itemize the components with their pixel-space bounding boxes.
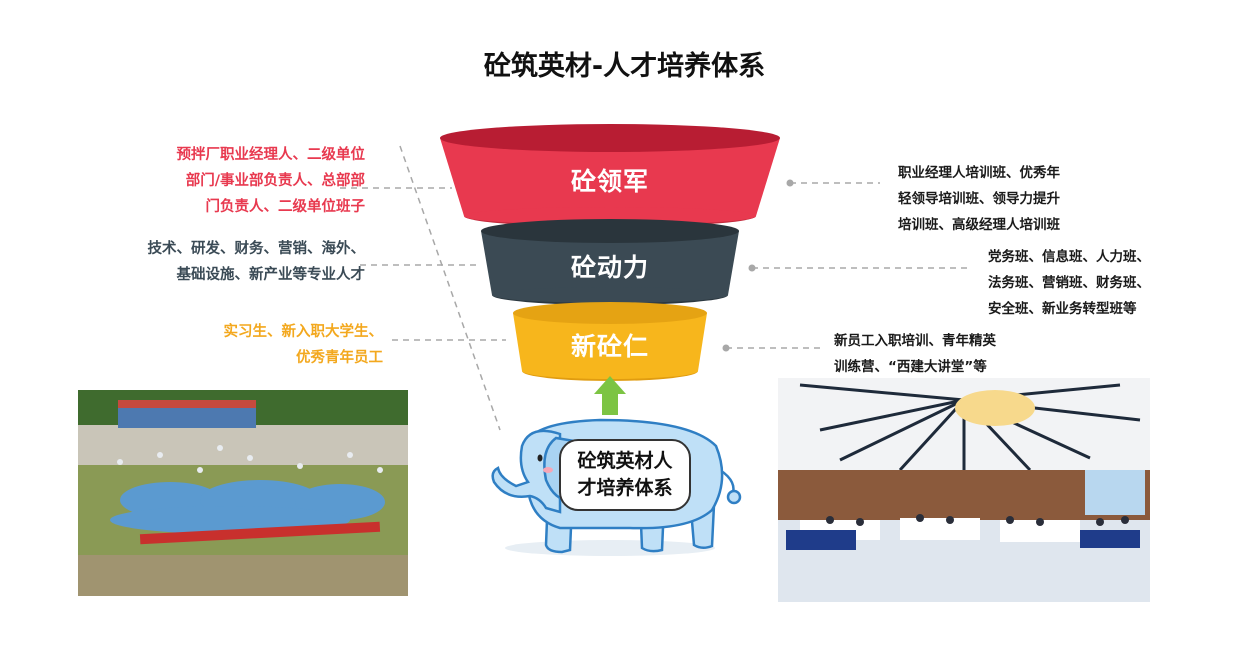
tier-1-target-line: 部门/事业部负责人、总部部 <box>185 173 365 189</box>
tier-1-program-line: 职业经理人培训班、优秀年 <box>898 165 1060 181</box>
tier-2-programs: 党务班、信息班、人力班、 法务班、营销班、财务班、 安全班、新业务转型班等 <box>988 244 1188 322</box>
tier-1-programs: 职业经理人培训班、优秀年 轻领导培训班、领导力提升 培训班、高级经理人培训班 <box>898 160 1118 238</box>
connector-dot-right-bottom <box>722 344 730 352</box>
tier-3-target-line: 优秀青年员工 <box>296 350 383 366</box>
up-arrow-icon <box>594 376 626 415</box>
tier-3-program-line: 新员工入职培训、青年精英 <box>834 333 996 349</box>
tier-1-program-line: 轻领导培训班、领导力提升 <box>898 191 1060 207</box>
mascot-text-line: 砼筑英材人 <box>577 450 673 472</box>
tier-2-shape <box>481 219 739 305</box>
conference-hall-photo <box>778 378 1150 602</box>
tier-2-targets: 技术、研发、财务、营销、海外、 基础设施、新产业等专业人才 <box>35 236 366 288</box>
tier-2-program-line: 党务班、信息班、人力班、 <box>988 249 1150 265</box>
tier-3-program-line: 训练营、“西建大讲堂”等 <box>834 359 987 375</box>
tier-3-target-line: 实习生、新入职大学生、 <box>223 324 384 340</box>
mascot-text-line: 才培养体系 <box>577 477 673 499</box>
elephant-mascot-icon <box>491 418 742 556</box>
elephant-eye-icon <box>537 454 543 462</box>
tier-3-programs: 新员工入职培训、青年精英 训练营、“西建大讲堂”等 <box>834 328 1054 380</box>
tier-2-program-line: 安全班、新业务转型班等 <box>988 301 1137 317</box>
elephant-cheek-icon <box>543 467 553 473</box>
connector-dot-right-top <box>786 179 794 187</box>
tier-2-target-line: 基础设施、新产业等专业人才 <box>176 267 366 283</box>
outdoor-group-photo <box>78 390 408 596</box>
tier-1-target-line: 门负责人、二级单位班子 <box>205 199 366 215</box>
tier-3-label: 新砼仁 <box>570 332 649 361</box>
mascot-text: 砼筑英材人 才培养体系 <box>560 448 690 502</box>
tier-2-label: 砼动力 <box>570 253 649 282</box>
connector-dot-right-mid <box>748 264 756 272</box>
page-title: 砼筑英材-人才培养体系 <box>483 51 766 82</box>
tier-2-target-line: 技术、研发、财务、营销、海外、 <box>147 241 366 257</box>
tier-2-program-line: 法务班、营销班、财务班、 <box>988 275 1150 291</box>
tier-1-label: 砼领军 <box>570 167 649 196</box>
tier-1-target-line: 预拌厂职业经理人、二级单位 <box>176 147 366 163</box>
tier-1-program-line: 培训班、高级经理人培训班 <box>898 217 1060 233</box>
tier-3-targets: 实习生、新入职大学生、 优秀青年员工 <box>83 319 384 371</box>
tier-1-targets: 预拌厂职业经理人、二级单位 部门/事业部负责人、总部部 门负责人、二级单位班子 <box>65 142 366 220</box>
tier-3-shape <box>513 302 707 381</box>
